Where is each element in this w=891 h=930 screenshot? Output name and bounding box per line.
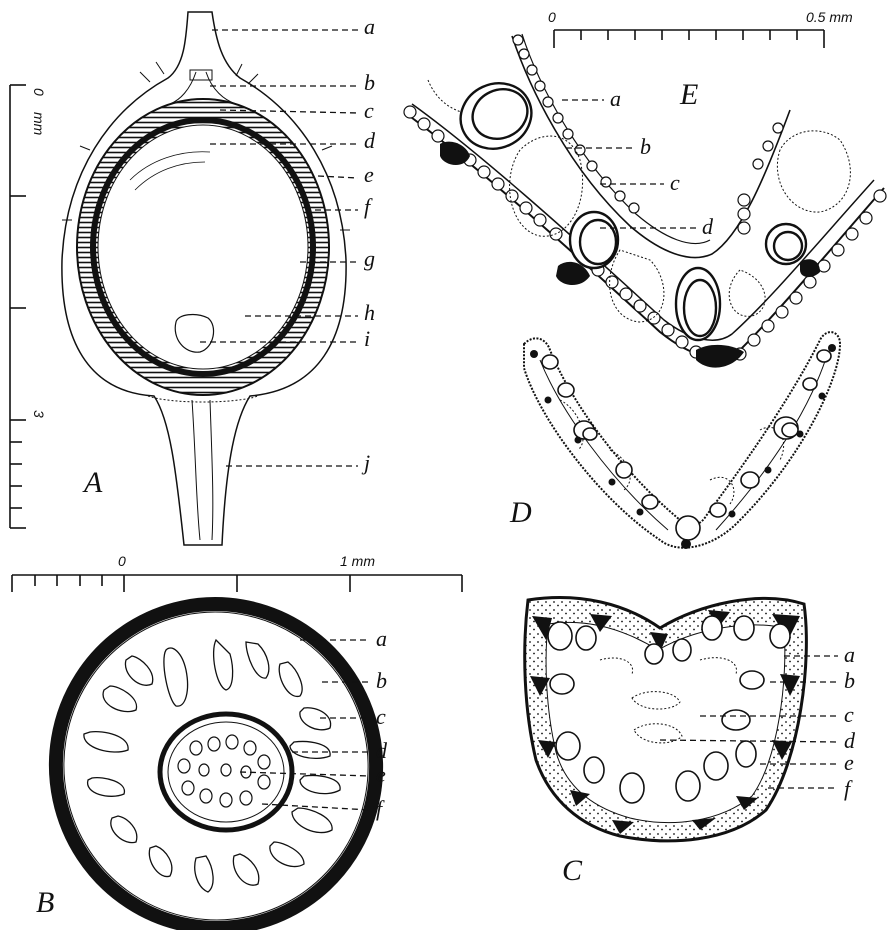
panel-b-outer-ring (26, 574, 406, 930)
panel-a-scale-unit: mm (31, 112, 47, 136)
panel-b-letter: B (36, 886, 54, 919)
panel-c-label-e: e (844, 750, 854, 775)
panel-a-label-f: f (364, 194, 373, 219)
panel-a-label-j: j (361, 450, 370, 475)
panel-a-scale-mark: 3 (31, 410, 47, 418)
panel-b-scale-bar: 0 1 mm (12, 553, 462, 592)
panel-a-label-d: d (364, 128, 376, 153)
panel-a-figure: 0 mm 3 a b c d (10, 12, 376, 545)
panel-d-figure: D (509, 332, 840, 549)
panel-a-label-c: c (364, 98, 374, 123)
panel-b-label-e: e (376, 762, 386, 787)
panel-e-dark-deposits (440, 142, 820, 368)
panel-e-label-b: b (640, 134, 651, 159)
panel-c-label-a: a (844, 642, 855, 667)
panel-c-label-c: c (844, 702, 854, 727)
panel-e-label-a: a (610, 86, 621, 111)
panel-a-label-b: b (364, 70, 375, 95)
panel-a-label-h: h (364, 300, 375, 325)
panel-b-label-c: c (376, 704, 386, 729)
panel-a-scale-bar: 0 mm 3 (10, 85, 47, 528)
panel-b-label-a: a (376, 626, 387, 651)
panel-e-scale-bar: 0 0.5 mm (548, 9, 853, 48)
panel-e-label-c: c (670, 170, 680, 195)
panel-b-radial-cells (84, 640, 340, 892)
panel-e-scale-end: 0.5 mm (806, 9, 853, 25)
panel-e-label-d: d (702, 214, 714, 239)
panel-c-figure: a b c d e f C (525, 598, 856, 887)
panel-b-scale-zero: 0 (118, 553, 126, 569)
panel-e-scale-zero: 0 (548, 9, 556, 25)
panel-b-figure: 0 1 mm (12, 553, 462, 930)
panel-b-vascular-cells (178, 735, 270, 807)
panel-a-label-i: i (364, 326, 370, 351)
panel-e-letter: E (679, 78, 698, 111)
panel-d-letter: D (509, 496, 532, 529)
panel-b-scale-end: 1 mm (340, 553, 375, 569)
panel-c-label-f: f (844, 776, 853, 801)
panel-b-label-d: d (376, 738, 388, 763)
panel-a-endosperm (98, 125, 308, 369)
panel-d-outline (524, 332, 840, 548)
panel-a-label-g: g (364, 246, 375, 271)
panel-c-label-b: b (844, 668, 855, 693)
panel-e-figure: 0 0.5 mm (404, 9, 886, 368)
panel-a-label-e: e (364, 162, 374, 187)
panel-b-label-b: b (376, 668, 387, 693)
panel-a-scale-zero: 0 (31, 88, 47, 96)
panel-a-label-a: a (364, 14, 375, 39)
panel-c-letter: C (562, 854, 583, 887)
panel-b-label-f: f (376, 796, 385, 821)
panel-a-letter: A (82, 466, 103, 499)
panel-e-epidermal-cells (404, 35, 886, 360)
